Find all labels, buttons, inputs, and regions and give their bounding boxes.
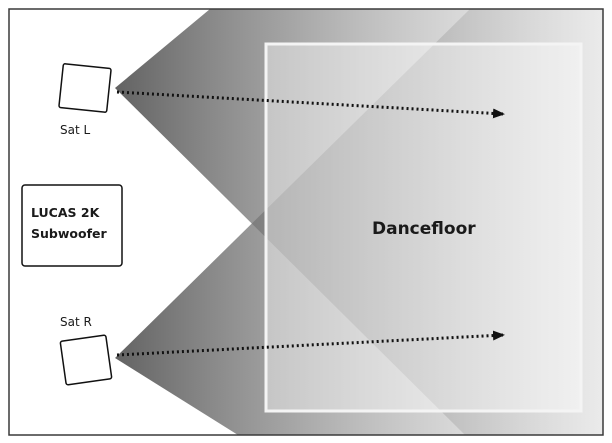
subwoofer: LUCAS 2K Subwoofer [21, 184, 123, 267]
diagram-border [8, 8, 604, 436]
subwoofer-model-label: LUCAS 2K [31, 205, 101, 220]
sat-r-dispersion-cone [115, 9, 603, 435]
sat-r-speaker-box [59, 334, 113, 386]
dancefloor-area [264, 42, 583, 413]
dancefloor-label: Dancefloor [372, 219, 476, 239]
subwoofer-type-label: Subwoofer [31, 226, 107, 241]
sat-l-label: Sat L [60, 123, 90, 137]
subwoofer-box [21, 184, 123, 267]
sat-r-label: Sat R [60, 315, 92, 329]
sat-l-speaker: Sat L [58, 63, 112, 137]
sat-l-speaker-box [58, 63, 112, 113]
sat-r-speaker: Sat R [59, 315, 113, 386]
